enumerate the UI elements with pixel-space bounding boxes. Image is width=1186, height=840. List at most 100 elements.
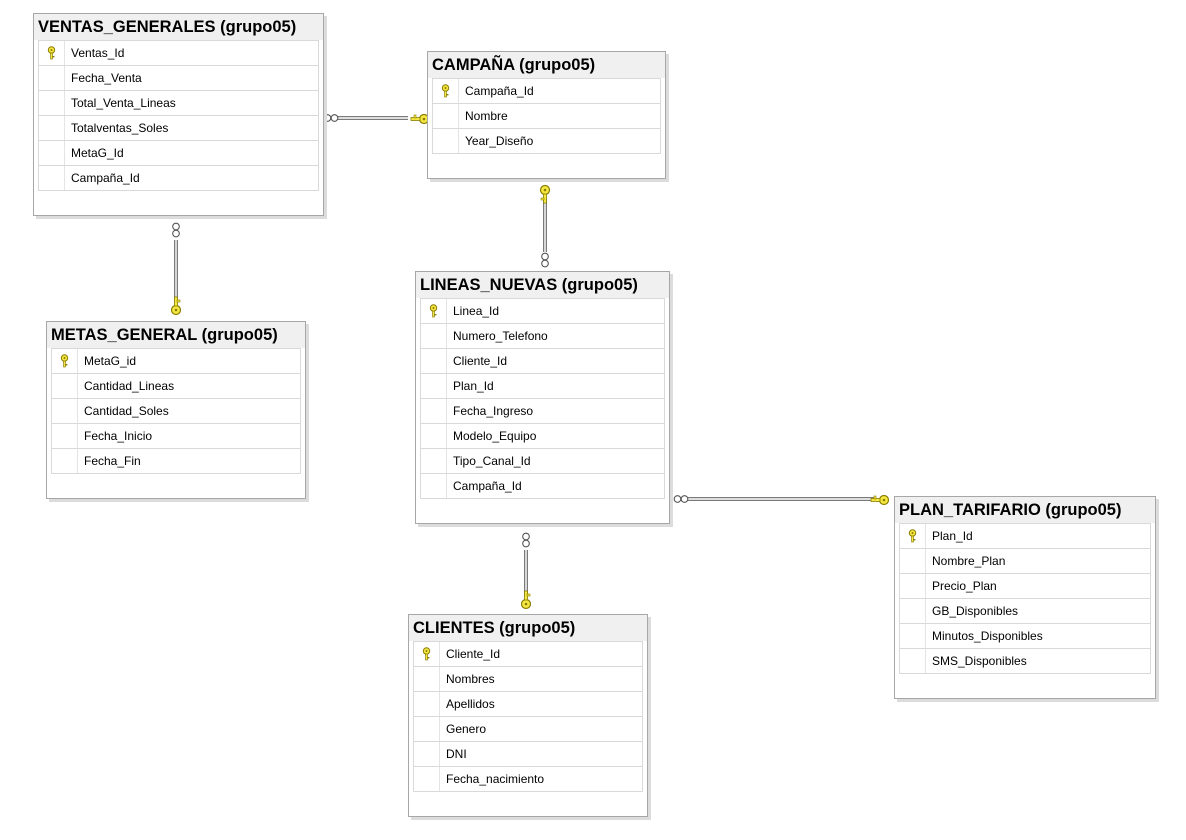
column-name: Numero_Telefono (453, 329, 548, 343)
column-name: Cantidad_Lineas (84, 379, 175, 393)
column-row[interactable]: Nombres (414, 667, 642, 692)
key-icon (870, 494, 890, 506)
column-row[interactable]: Fecha_Fin (52, 449, 300, 474)
infinity-icon (323, 114, 339, 122)
relationship-lineas-plan[interactable] (673, 494, 890, 506)
column-row[interactable]: MetaG_id (52, 349, 300, 374)
infinity-icon (541, 252, 549, 268)
table-clientes[interactable]: CLIENTES (grupo05) Cliente_Id Nombres Ap… (408, 614, 648, 817)
column-name: MetaG_Id (71, 146, 124, 160)
column-row[interactable]: Plan_Id (421, 374, 664, 399)
column-name: Year_Diseño (465, 134, 534, 148)
table-title: METAS_GENERAL (grupo05) (47, 322, 305, 348)
table-metas-general[interactable]: METAS_GENERAL (grupo05) MetaG_id Cantida… (46, 321, 306, 499)
column-list: Ventas_Id Fecha_Venta Total_Venta_Lineas… (38, 40, 319, 191)
column-name: Nombres (446, 672, 495, 686)
column-row[interactable]: Cantidad_Soles (52, 399, 300, 424)
column-row[interactable]: Campaña_Id (39, 166, 318, 191)
column-row[interactable]: Fecha_Ingreso (421, 399, 664, 424)
column-name: Tipo_Canal_Id (453, 454, 531, 468)
column-name: Genero (446, 722, 487, 736)
column-name: Fecha_Ingreso (453, 404, 534, 418)
column-name: Linea_Id (453, 304, 500, 318)
column-row[interactable]: Linea_Id (421, 299, 664, 324)
column-name: Campaña_Id (453, 479, 522, 493)
column-name: Cantidad_Soles (84, 404, 169, 418)
column-row[interactable]: Total_Venta_Lineas (39, 91, 318, 116)
column-name: Modelo_Equipo (453, 429, 537, 443)
relationship-lineas-campana[interactable] (539, 184, 551, 268)
column-row[interactable]: SMS_Disponibles (900, 649, 1150, 674)
column-row[interactable]: Numero_Telefono (421, 324, 664, 349)
column-name: Precio_Plan (932, 579, 997, 593)
column-row[interactable]: Fecha_Inicio (52, 424, 300, 449)
column-name: Minutos_Disponibles (932, 629, 1043, 643)
column-row[interactable]: MetaG_Id (39, 141, 318, 166)
table-title: LINEAS_NUEVAS (grupo05) (416, 272, 669, 298)
column-row[interactable]: Apellidos (414, 692, 642, 717)
column-row[interactable]: Minutos_Disponibles (900, 624, 1150, 649)
column-row[interactable]: Plan_Id (900, 524, 1150, 549)
column-list: Plan_Id Nombre_Plan Precio_Plan GB_Dispo… (899, 523, 1151, 674)
table-title: VENTAS_GENERALES (grupo05) (34, 14, 323, 40)
key-icon (410, 113, 430, 125)
column-row[interactable]: Campaña_Id (433, 79, 660, 104)
column-row[interactable]: GB_Disponibles (900, 599, 1150, 624)
column-row[interactable]: Cliente_Id (421, 349, 664, 374)
column-row[interactable]: Modelo_Equipo (421, 424, 664, 449)
column-row[interactable]: Fecha_Venta (39, 66, 318, 91)
table-title: CAMPAÑA (grupo05) (428, 52, 665, 78)
column-name: Ventas_Id (71, 46, 125, 60)
column-name: SMS_Disponibles (932, 654, 1027, 668)
key-icon (520, 590, 532, 610)
column-list: Cliente_Id Nombres Apellidos Genero DNI … (413, 641, 643, 792)
column-name: Plan_Id (453, 379, 494, 393)
key-icon (539, 184, 551, 204)
column-name: Campaña_Id (71, 171, 140, 185)
column-row[interactable]: Nombre (433, 104, 660, 129)
column-row[interactable]: Nombre_Plan (900, 549, 1150, 574)
column-name: Cliente_Id (446, 647, 501, 661)
table-title: PLAN_TARIFARIO (grupo05) (895, 497, 1155, 523)
column-row[interactable]: Totalventas_Soles (39, 116, 318, 141)
column-list: Campaña_Id Nombre Year_Diseño (432, 78, 661, 154)
relationship-ventas-campana[interactable] (323, 113, 430, 125)
column-row[interactable]: Campaña_Id (421, 474, 664, 499)
column-name: Campaña_Id (465, 84, 534, 98)
column-name: Total_Venta_Lineas (71, 96, 176, 110)
column-row[interactable]: Year_Diseño (433, 129, 660, 154)
column-name: Plan_Id (932, 529, 973, 543)
column-row[interactable]: Precio_Plan (900, 574, 1150, 599)
column-row[interactable]: Cantidad_Lineas (52, 374, 300, 399)
table-lineas-nuevas[interactable]: LINEAS_NUEVAS (grupo05) Linea_Id Numero_… (415, 271, 670, 524)
key-icon (60, 354, 69, 368)
column-row[interactable]: Genero (414, 717, 642, 742)
key-icon (422, 647, 431, 661)
column-list: MetaG_id Cantidad_Lineas Cantidad_Soles … (51, 348, 301, 474)
relationship-ventas-metas[interactable] (170, 222, 182, 316)
infinity-icon (522, 532, 530, 548)
column-name: Fecha_nacimiento (446, 772, 545, 786)
column-row[interactable]: Fecha_nacimiento (414, 767, 642, 792)
column-name: Fecha_Inicio (84, 429, 153, 443)
key-icon (429, 304, 438, 318)
column-row[interactable]: DNI (414, 742, 642, 767)
relationship-lineas-clientes[interactable] (520, 532, 532, 610)
table-title: CLIENTES (grupo05) (409, 615, 647, 641)
column-name: GB_Disponibles (932, 604, 1019, 618)
table-plan-tarifario[interactable]: PLAN_TARIFARIO (grupo05) Plan_Id Nombre_… (894, 496, 1156, 699)
column-name: Nombre_Plan (932, 554, 1006, 568)
column-name: Nombre (465, 109, 508, 123)
key-icon (908, 529, 917, 543)
infinity-icon (172, 222, 180, 238)
column-row[interactable]: Cliente_Id (414, 642, 642, 667)
column-name: Apellidos (446, 697, 495, 711)
key-icon (441, 84, 450, 98)
table-campana[interactable]: CAMPAÑA (grupo05) Campaña_Id Nombre Year… (427, 51, 666, 179)
column-name: Fecha_Venta (71, 71, 142, 85)
table-ventas-generales[interactable]: VENTAS_GENERALES (grupo05) Ventas_Id Fec… (33, 13, 324, 216)
column-row[interactable]: Ventas_Id (39, 41, 318, 66)
column-row[interactable]: Tipo_Canal_Id (421, 449, 664, 474)
column-name: Totalventas_Soles (71, 121, 169, 135)
